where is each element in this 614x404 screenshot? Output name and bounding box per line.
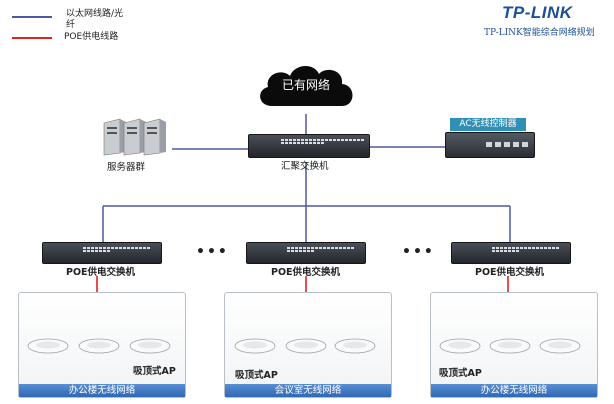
access-point-icon: [539, 338, 581, 354]
access-point-icon: [27, 338, 69, 354]
poe-switch-icon-1: [42, 242, 162, 264]
servers-label: 服务器群: [107, 162, 146, 173]
legend-ethernet-label: 以太网线路/光纤: [66, 9, 124, 30]
switch-icon: [248, 134, 370, 158]
poe-switch-icon-2: [246, 242, 366, 264]
controller-icon: [445, 132, 535, 158]
legend-poe-label: POE供电线路: [64, 32, 119, 42]
cloud-icon: [260, 65, 353, 106]
access-point-icon: [334, 338, 376, 354]
brand-subtitle: TP-LINK智能综合网络规划: [484, 28, 595, 38]
access-point-icon: [285, 338, 327, 354]
server-icon: [103, 118, 166, 156]
legend-ethernet-swatch: [12, 16, 52, 18]
zone-label-2: 会议室无线网络: [225, 384, 391, 397]
core-switch-label: 汇聚交换机: [281, 161, 329, 172]
poe-switch-label-1: POE供电交换机: [66, 267, 136, 278]
poe-switch-label-2: POE供电交换机: [271, 267, 341, 278]
ellipsis-2: •••: [402, 244, 435, 260]
zone-label-3: 办公楼无线网络: [431, 384, 597, 397]
ellipsis-1: •••: [196, 244, 229, 260]
access-point-icon: [234, 338, 276, 354]
access-point-icon: [129, 338, 171, 354]
brand-logo: TP-LINK: [502, 3, 573, 22]
ap-label-2: 吸顶式AP: [235, 370, 278, 381]
cloud-label: 已有网络: [281, 78, 330, 92]
ap-label-1: 吸顶式AP: [133, 366, 176, 377]
access-point-icon: [439, 338, 481, 354]
poe-switch-icon-3: [451, 242, 571, 264]
access-point-icon: [78, 338, 120, 354]
ap-label-3: 吸顶式AP: [439, 368, 482, 379]
ac-controller-label: AC无线控制器: [450, 118, 526, 131]
legend-poe-swatch: [12, 37, 52, 39]
poe-switch-label-3: POE供电交换机: [475, 267, 545, 278]
access-point-icon: [489, 338, 531, 354]
zone-label-1: 办公楼无线网络: [19, 384, 185, 397]
